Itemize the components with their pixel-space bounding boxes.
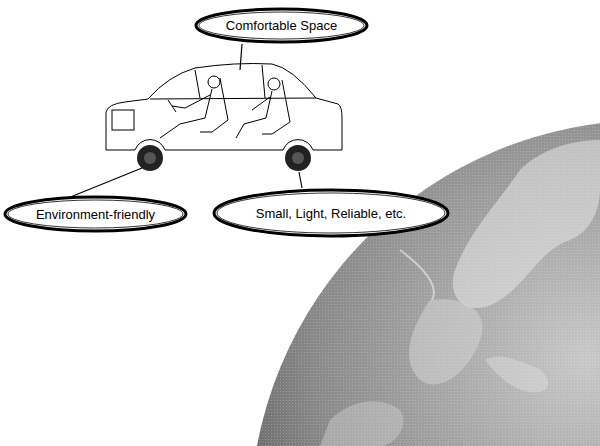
- ellipse-callout: Small, Light, Reliable, etc.: [212, 188, 450, 238]
- ellipse-callout: Comfortable Space: [194, 7, 369, 44]
- leader-lines: [68, 44, 302, 198]
- wheels: [137, 145, 311, 171]
- globe: [250, 120, 600, 446]
- callout-text: Small, Light, Reliable, etc.: [256, 206, 406, 221]
- callout-text: Environment-friendly: [36, 207, 155, 222]
- callout-text: Comfortable Space: [226, 18, 337, 33]
- car-illustration: [106, 64, 342, 151]
- ellipse-callout: Environment-friendly: [3, 195, 188, 233]
